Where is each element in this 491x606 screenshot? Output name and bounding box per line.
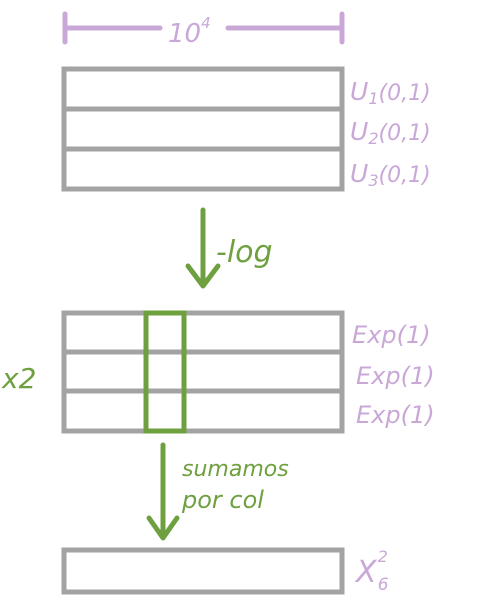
sum-by-column-arrow: sumamos por col [146, 442, 289, 541]
exp-row-labels: Exp(1) Exp(1) Exp(1) [352, 321, 435, 429]
neg-log-label: -log [216, 235, 273, 270]
highlighted-column [143, 310, 187, 434]
arrow-head [185, 263, 221, 289]
matrix-outline [61, 66, 345, 192]
width-dimension: 104 [62, 11, 345, 49]
arrow-head [146, 515, 180, 541]
chi-square-vector [61, 547, 345, 595]
row-label-exp-2: Exp(1) [356, 362, 435, 390]
row-label-exp-3: Exp(1) [356, 401, 435, 429]
neg-log-arrow: -log [185, 207, 273, 289]
matrix-outline [61, 310, 345, 434]
sum-label-line-1: sumamos [182, 457, 289, 482]
sum-label-line-2: por col [181, 486, 264, 514]
row-label-u3: U3(0,1) [350, 159, 431, 190]
width-label: 104 [168, 14, 211, 49]
uniform-matrix [61, 66, 345, 192]
exponential-matrix [61, 310, 345, 434]
uniform-row-labels: U1(0,1) U2(0,1) U3(0,1) [350, 77, 431, 190]
row-label-u2: U2(0,1) [350, 117, 431, 148]
row-label-u1: U1(0,1) [350, 77, 431, 108]
multiplier-label: x2 [1, 362, 36, 395]
row-label-exp-1: Exp(1) [352, 321, 431, 349]
